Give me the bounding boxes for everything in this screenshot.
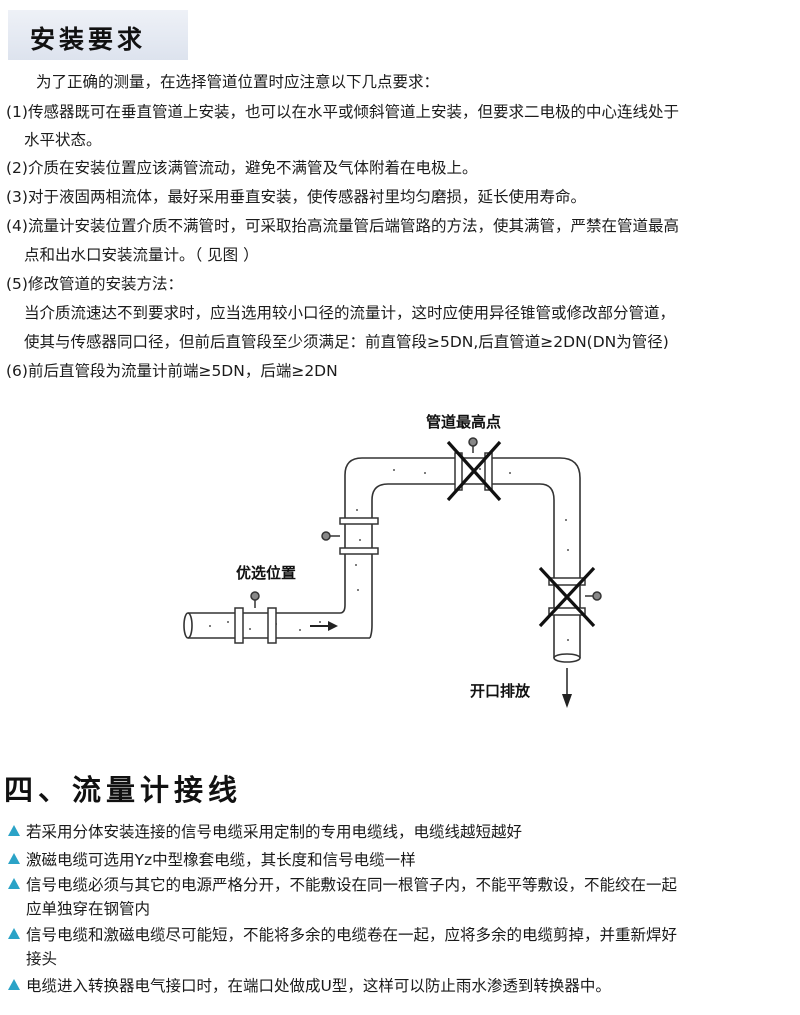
flowmeter-vertical-rise bbox=[321, 517, 379, 555]
wiring-bullet-4: 信号电缆和激磁电缆尽可能短，不能将多余的电缆卷在一起，应将多余的电缆剪掉，并重新… bbox=[8, 925, 677, 945]
section-title-box: 安装要求 bbox=[8, 10, 188, 60]
triangle-bullet-icon bbox=[8, 825, 20, 836]
triangle-bullet-icon bbox=[8, 853, 20, 864]
outlet-arrow-icon bbox=[562, 668, 572, 708]
item-6: (6)前后直管段为流量计前端≥5DN，后端≥2DN bbox=[6, 362, 338, 380]
flowmeter-down-crossed bbox=[548, 577, 602, 616]
wiring-bullet-3: 信号电缆必须与其它的电源严格分开，不能敷设在同一根管子内，不能平等敷设，不能绞在… bbox=[8, 875, 677, 895]
item-4-line-2: 点和出水口安装流量计。（ 见图 ） bbox=[24, 246, 259, 264]
triangle-bullet-icon bbox=[8, 878, 20, 889]
wiring-bullet-5: 电缆进入转换器电气接口时，在端口处做成U型，这样可以防止雨水渗透到转换器中。 bbox=[8, 976, 611, 996]
pipe-installation-diagram bbox=[183, 437, 602, 708]
triangle-bullet-icon bbox=[8, 928, 20, 939]
label-open-discharge: 开口排放 bbox=[470, 682, 531, 700]
wiring-bullet-3-line-2: 应单独穿在钢管内 bbox=[26, 900, 151, 918]
item-2: (2)介质在安装位置应该满管流动，避免不满管及气体附着在电极上。 bbox=[6, 159, 478, 177]
label-preferred-position: 优选位置 bbox=[236, 564, 297, 582]
intro-text: 为了正确的测量，在选择管道位置时应注意以下几点要求： bbox=[36, 73, 440, 91]
section-title: 安装要求 bbox=[30, 25, 147, 54]
flow-arrow-icon bbox=[310, 621, 338, 631]
flowmeter-preferred bbox=[234, 591, 277, 644]
cross-mark-icon bbox=[446, 440, 502, 502]
item-5-line-2: 当介质流速达不到要求时，应当选用较小口径的流量计，这时应使用异径锥管或修改部分管… bbox=[24, 304, 676, 322]
label-pipe-highest-point: 管道最高点 bbox=[426, 413, 502, 431]
triangle-bullet-icon bbox=[8, 979, 20, 990]
item-1-line-1: (1)传感器既可在垂直管道上安装，也可以在水平或倾斜管道上安装，但要求二电极的中… bbox=[6, 103, 679, 121]
cross-mark-icon bbox=[538, 566, 596, 628]
flowmeter-top-crossed bbox=[454, 437, 493, 491]
wiring-bullet-4-line-2: 接头 bbox=[26, 950, 58, 968]
item-4-line-1: (4)流量计安装位置介质不满管时，可采取抬高流量管后端管路的方法，使其满管，严禁… bbox=[6, 217, 679, 235]
item-5: (5)修改管道的安装方法： bbox=[6, 275, 183, 293]
wiring-bullet-2: 激磁电缆可选用Yz中型橡套电缆，其长度和信号电缆一样 bbox=[8, 850, 416, 870]
item-3: (3)对于液固两相流体，最好采用垂直安装，使传感器衬里均匀磨损，延长使用寿命。 bbox=[6, 188, 586, 206]
item-5-line-3: 使其与传感器同口径，但前后直管段至少须满足：前直管段≥5DN,后直管道≥2DN(… bbox=[24, 333, 669, 351]
wiring-section-title: 四、流量计接线 bbox=[4, 773, 243, 807]
wiring-bullet-1: 若采用分体安装连接的信号电缆采用定制的专用电缆线，电缆线越短越好 bbox=[8, 822, 522, 842]
item-1-line-2: 水平状态。 bbox=[24, 131, 102, 149]
